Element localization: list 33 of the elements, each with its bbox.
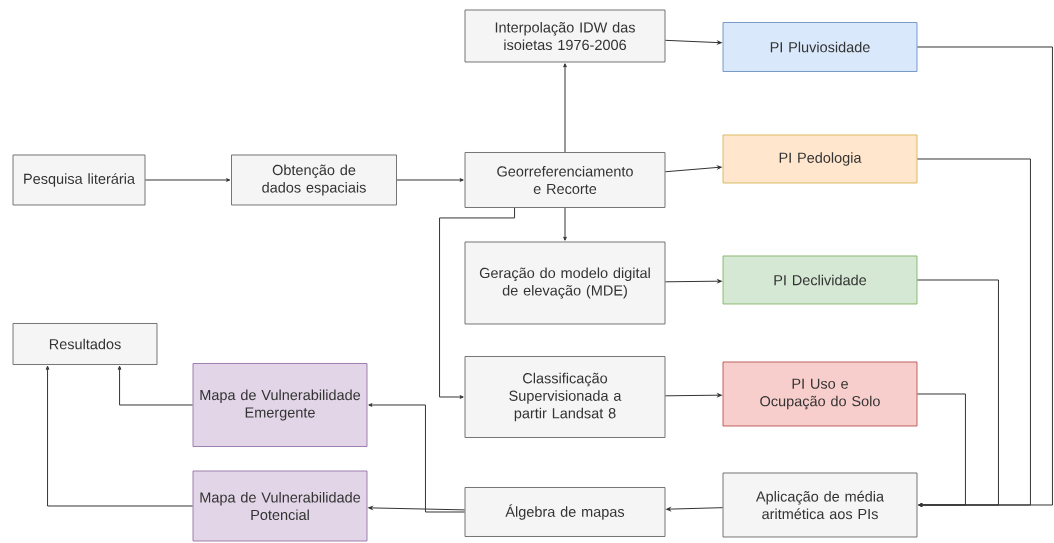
process-box: Aplicação de média aritmética aos PIs [722,472,918,538]
process-box: Pesquisa literária [12,154,146,206]
arrow [117,365,194,406]
arrow [368,403,466,513]
arrow [563,207,567,241]
arrow [144,178,231,182]
arrow [396,178,464,182]
arrow [664,165,722,173]
arrow [664,279,722,284]
arrow [916,158,1031,507]
process-box: Geração do modelo digital de elevação (MDE) [464,241,666,325]
arrow [664,39,722,45]
indicator-box: PI Pedologia [722,134,918,184]
indicator-box: PI Uso e Ocupação do Solo [722,361,918,427]
arrow [666,507,724,511]
arrow [45,365,194,507]
arrow [439,207,516,399]
process-box: Álgebra de mapas [464,487,666,537]
arrow [916,393,966,507]
map-box: Mapa de Vulnerabilidade Emergente [192,363,368,447]
indicator-box: PI Declividade [722,255,918,305]
arrow [916,279,999,507]
process-box: Classificação Supervisionada a partir Landsat 8 [464,356,666,438]
map-box: Mapa de Vulnerabilidade Potencial [192,470,368,542]
arrow [664,393,722,398]
arrow [916,46,1053,507]
process-box: Resultados [12,323,158,365]
process-box: Georreferenciamento e Recorte [464,152,666,208]
arrow [368,506,466,511]
process-box: Obtenção de dados espaciais [231,154,397,206]
indicator-box: PI Pluviosidade [722,22,918,72]
arrow [563,63,567,153]
process-box: Interpolação IDW das isoietas 1976-2006 [464,9,666,63]
